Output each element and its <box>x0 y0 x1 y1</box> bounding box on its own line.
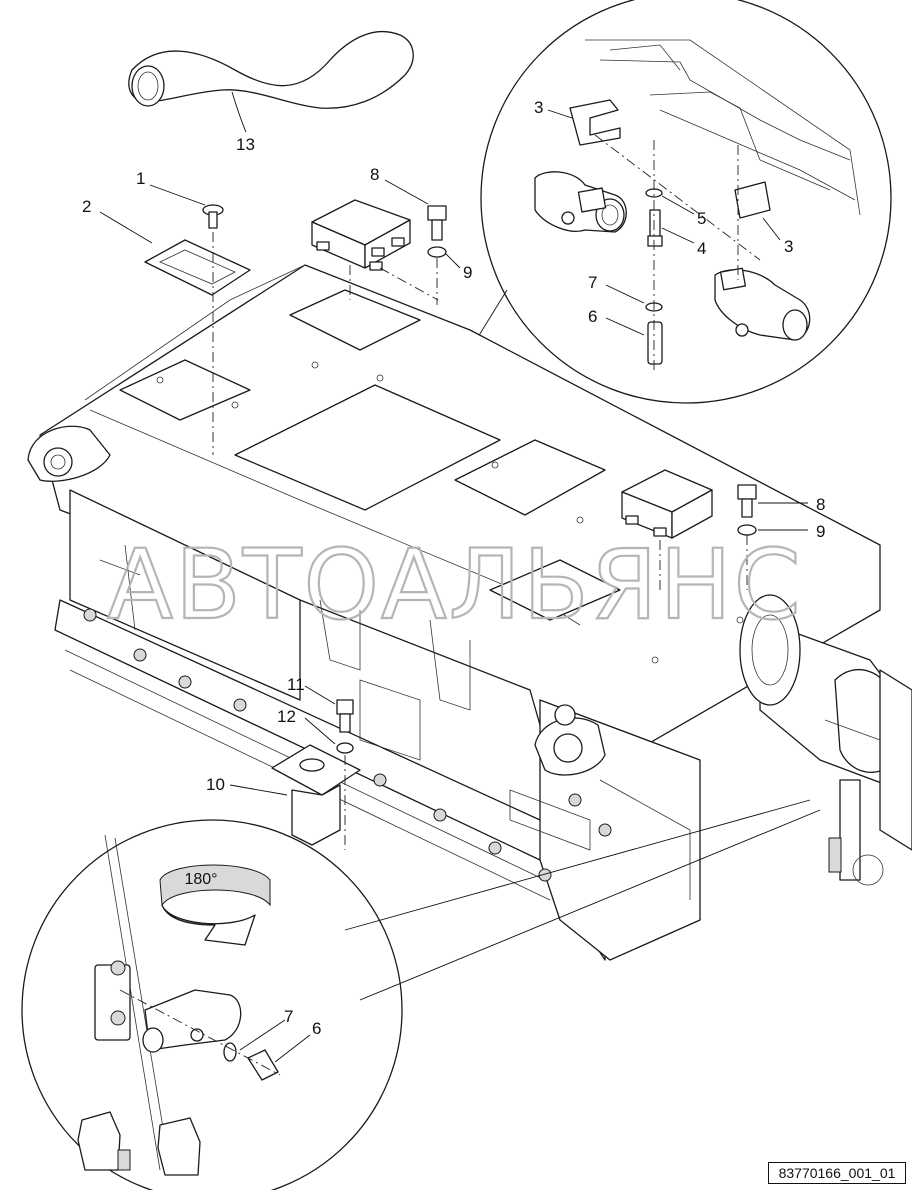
callout-8-upper: 8 <box>370 165 379 184</box>
callout-2: 2 <box>82 197 91 216</box>
callout-4: 4 <box>697 239 706 258</box>
callout-9-upper: 9 <box>463 263 472 282</box>
callout-7-upper: 7 <box>588 273 597 292</box>
detail-view-top <box>480 0 892 404</box>
sensor-part <box>271 699 361 850</box>
watermark-text: АВТОАЛЬЯНС <box>107 529 802 641</box>
callout-6-upper: 6 <box>588 307 597 326</box>
callout-8-right: 8 <box>816 495 825 514</box>
callout-1: 1 <box>136 169 145 188</box>
callout-6-detail: 6 <box>312 1019 321 1038</box>
main-frame <box>27 264 881 961</box>
shaft-assembly <box>739 594 912 886</box>
callout-13: 13 <box>236 135 255 154</box>
junction-box-upper <box>311 199 439 301</box>
callout-5: 5 <box>697 209 706 228</box>
callout-10: 10 <box>206 775 225 794</box>
callout-9-right: 9 <box>816 522 825 541</box>
junction-box-right <box>621 469 713 590</box>
detail-view-bottom <box>21 819 403 1190</box>
callout-11: 11 <box>287 675 305 694</box>
callout-leaders <box>99 91 808 1063</box>
rotation-angle-label: 180° <box>184 871 217 888</box>
bolt-washer-right <box>737 484 757 590</box>
bolt-washer-upper <box>427 205 447 305</box>
callout-7-detail: 7 <box>284 1007 293 1026</box>
callout-labels: 13 1 2 8 9 3 3 5 4 7 6 8 9 11 12 10 7 6 … <box>82 98 825 1038</box>
callout-3-upper: 3 <box>534 98 543 117</box>
cover-plate-and-screw <box>144 204 251 455</box>
hose-part <box>128 30 414 109</box>
rail-bolts <box>83 608 612 882</box>
callout-3-right: 3 <box>784 237 793 256</box>
document-id-box: 83770166_001_01 <box>768 1162 906 1184</box>
callout-12: 12 <box>277 707 296 726</box>
